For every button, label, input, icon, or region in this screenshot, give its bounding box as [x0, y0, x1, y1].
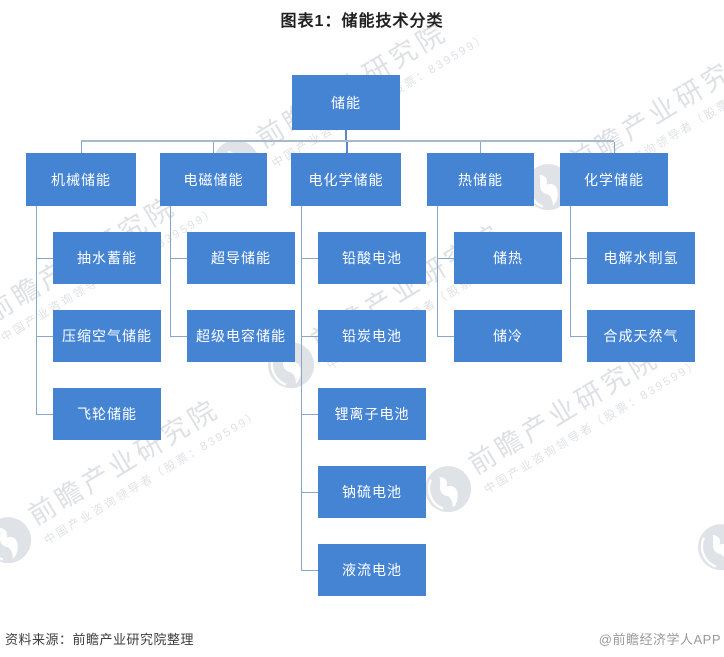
child-trunk-line [570, 206, 571, 336]
org-node-leaf-3-0: 储热 [454, 232, 562, 284]
child-stub-line [570, 335, 587, 337]
credit-note: @前瞻经济学人APP [598, 632, 721, 647]
org-node-leaf-2-2: 锂离子电池 [318, 388, 426, 440]
org-node-leaf-2-1: 铅炭电池 [318, 310, 426, 362]
child-stub-line [36, 335, 53, 337]
org-node-leaf-4-1: 合成天然气 [587, 310, 695, 362]
branch-stub-line [345, 142, 348, 153]
org-node-branch-0: 机械储能 [26, 153, 136, 206]
source-note: 资料来源：前瞻产业研究院整理 [5, 632, 195, 647]
root-connector-line [345, 130, 347, 141]
branch-stub-line [213, 142, 214, 153]
qianzhan-logo-icon [697, 523, 724, 570]
child-stub-line [437, 335, 454, 337]
child-stub-line [170, 257, 187, 259]
child-stub-line [36, 257, 53, 259]
child-stub-line [301, 491, 318, 493]
branch-stub-line [480, 142, 481, 153]
child-stub-line [36, 413, 53, 415]
child-stub-line [570, 257, 587, 259]
org-node-leaf-3-1: 储冷 [454, 310, 562, 362]
branch-stub-line [613, 142, 615, 153]
child-trunk-line [437, 206, 438, 336]
branch-stub-line [80, 142, 82, 153]
org-node-root: 储能 [292, 75, 400, 130]
org-node-leaf-0-0: 抽水蓄能 [53, 232, 161, 284]
qianzhan-logo-icon [0, 516, 31, 563]
child-stub-line [301, 413, 318, 415]
org-node-leaf-4-0: 电解水制氢 [587, 232, 695, 284]
org-node-branch-2: 电化学储能 [291, 153, 401, 206]
child-trunk-line [301, 206, 302, 570]
org-node-leaf-0-1: 压缩空气储能 [53, 310, 161, 362]
watermark-subtext: 中国产业咨询领导者（股票：839599） [482, 357, 703, 497]
page-title: 图表1：储能技术分类 [280, 13, 444, 30]
org-node-leaf-1-1: 超级电容储能 [187, 310, 295, 362]
org-node-branch-3: 热储能 [427, 153, 534, 206]
child-trunk-line [36, 206, 37, 414]
level1-bar-line [81, 140, 614, 142]
org-node-leaf-2-0: 铅酸电池 [318, 232, 426, 284]
org-node-branch-4: 化学储能 [560, 153, 668, 206]
child-stub-line [301, 335, 318, 337]
org-node-leaf-2-3: 钠硫电池 [318, 466, 426, 518]
child-trunk-line [170, 206, 171, 336]
child-stub-line [301, 569, 318, 571]
org-node-leaf-1-0: 超导储能 [187, 232, 295, 284]
org-node-leaf-0-2: 飞轮储能 [53, 388, 161, 440]
child-stub-line [437, 257, 454, 259]
child-stub-line [301, 257, 318, 259]
watermark: 前瞻产业研究院中国产业咨询领导者（股票：839599） [256, 196, 545, 401]
org-node-leaf-2-4: 液流电池 [318, 544, 426, 596]
child-stub-line [170, 335, 187, 337]
org-node-branch-1: 电磁储能 [160, 153, 267, 206]
